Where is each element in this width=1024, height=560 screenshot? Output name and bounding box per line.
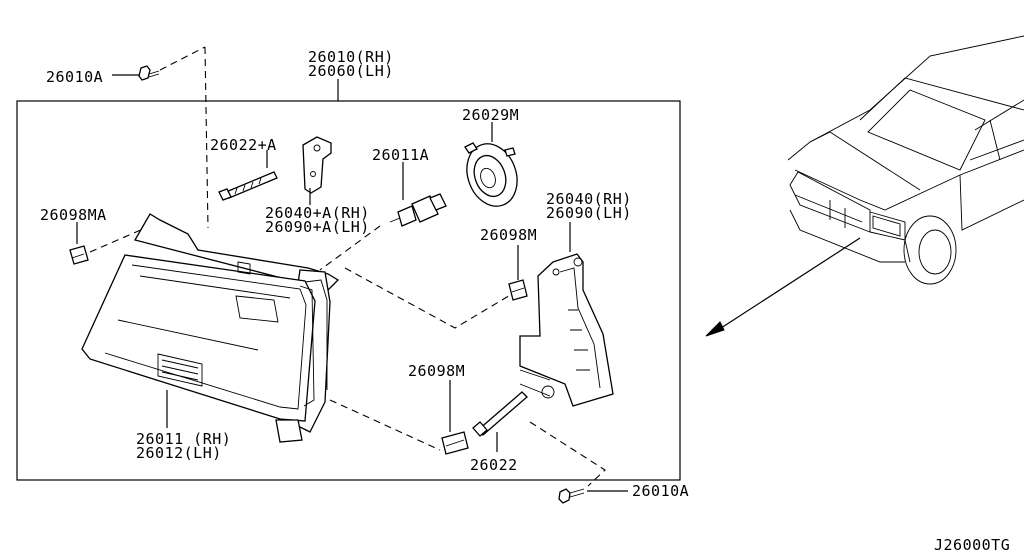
bulb-icon bbox=[319, 162, 447, 271]
label-lamp-lh: 26012(LH) bbox=[136, 444, 222, 462]
label-bracket-small-rh: 26040+A(RH) bbox=[265, 204, 370, 222]
label-assembly-rh: 26010(RH) bbox=[308, 48, 394, 66]
socket-cap-icon bbox=[464, 122, 518, 207]
clip-lower-icon bbox=[441, 380, 469, 455]
clip-mid-icon bbox=[508, 245, 528, 301]
assembly-frame bbox=[16, 100, 681, 481]
headlamp-housing-icon bbox=[81, 213, 441, 451]
adjuster-screw-icon bbox=[218, 150, 278, 201]
label-bracket-rh: 26040(RH) bbox=[546, 190, 632, 208]
label-assembly-lh: 26060(LH) bbox=[308, 62, 394, 80]
label-adjuster-screw: 26022+A bbox=[210, 136, 277, 154]
label-clip-mid: 26098M bbox=[480, 226, 537, 244]
label-bolt-bottom: 26010A bbox=[632, 482, 689, 500]
label-socket-cap: 26029M bbox=[462, 106, 519, 124]
bolt-bottom-icon bbox=[558, 488, 628, 504]
label-clip-left: 26098MA bbox=[40, 206, 107, 224]
main-bracket-icon bbox=[519, 222, 614, 407]
label-clip-lower: 26098M bbox=[408, 362, 465, 380]
label-bulb: 26011A bbox=[372, 146, 429, 164]
label-adjuster-lower: 26022 bbox=[470, 456, 518, 474]
diagram-code: J26000TG bbox=[934, 536, 1010, 554]
vehicle-front-icon bbox=[705, 35, 1024, 337]
label-lamp-rh: 26011 (RH) bbox=[136, 430, 231, 448]
label-bolt-top: 26010A bbox=[46, 68, 103, 86]
label-bracket-small-lh: 26090+A(LH) bbox=[265, 218, 370, 236]
bolt-top-icon bbox=[112, 46, 209, 229]
small-bracket-icon bbox=[302, 136, 332, 205]
adjuster-lower-icon bbox=[472, 391, 606, 487]
label-bracket-lh: 26090(LH) bbox=[546, 204, 632, 222]
